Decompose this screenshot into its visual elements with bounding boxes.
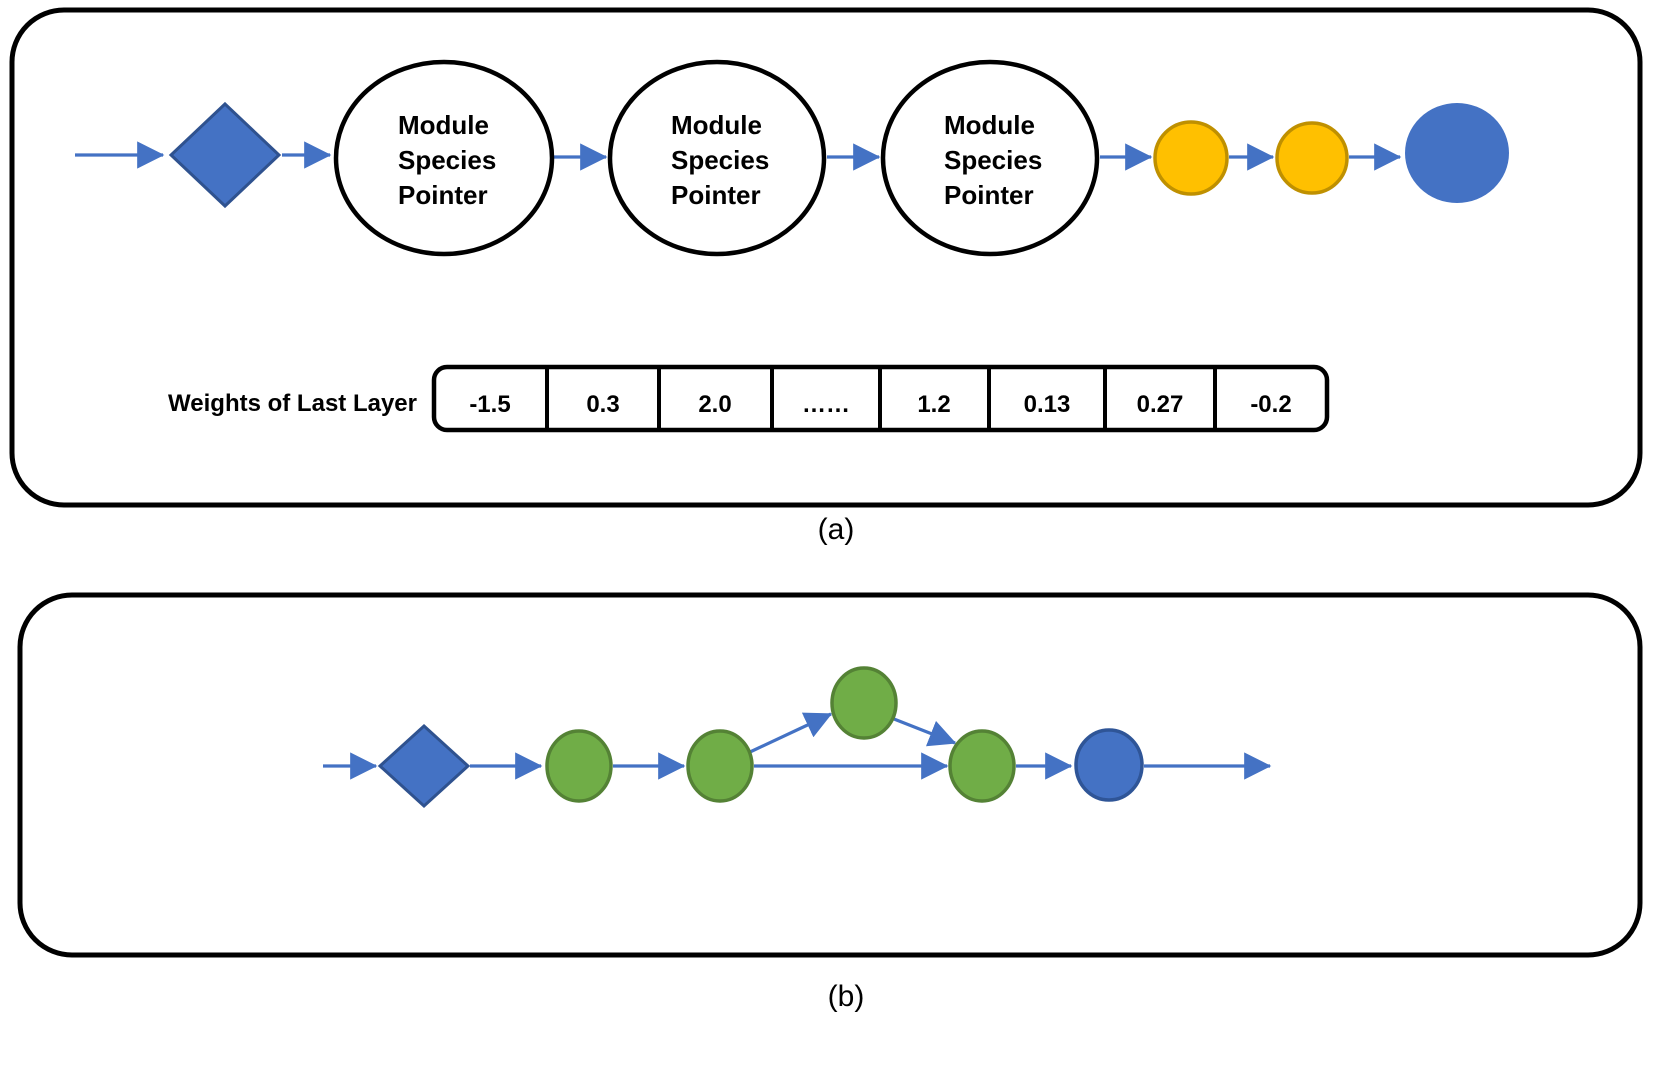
- module-species-pointer-node-3: Module Species Pointer: [880, 59, 1100, 257]
- green-node-1: [545, 729, 613, 803]
- weight-cell-value: -1.5: [469, 391, 510, 418]
- orange-node-1: [1153, 120, 1229, 196]
- module-node-line: Module: [944, 110, 1035, 140]
- module-ellipse: [333, 59, 555, 257]
- start-diamond-a: [168, 101, 282, 209]
- module-species-pointer-node-2: Module Species Pointer: [607, 59, 827, 257]
- orange-node-2: [1275, 121, 1349, 195]
- module-species-pointer-node-1: Module Species Pointer: [333, 59, 555, 257]
- panel-a: Module Species Pointer Module Species Po…: [9, 7, 1643, 546]
- module-node-line: Module: [671, 110, 762, 140]
- arrow-green2-to-green3-up: [749, 712, 833, 754]
- panel-b-border: [17, 592, 1643, 958]
- green-node-3-branch: [830, 666, 898, 740]
- panel-b: (b): [17, 592, 1643, 1013]
- start-diamond-b: [377, 723, 471, 809]
- green-node-2: [686, 729, 754, 803]
- green-node-4: [948, 729, 1016, 803]
- module-ellipse: [607, 59, 827, 257]
- weight-cell-value: ……: [802, 391, 850, 418]
- module-node-line: Species: [398, 145, 496, 175]
- weight-cell-value: 1.2: [917, 391, 950, 418]
- module-node-line: Species: [671, 145, 769, 175]
- panel-b-label: (b): [828, 980, 865, 1013]
- weight-cell-value: 0.3: [586, 391, 619, 418]
- module-node-line: Species: [944, 145, 1042, 175]
- blue-output-node-b: [1074, 728, 1144, 802]
- weight-cell-value: 2.0: [698, 391, 731, 418]
- module-node-line: Pointer: [944, 180, 1034, 210]
- module-node-line: Pointer: [671, 180, 761, 210]
- weight-cell-value: 0.13: [1024, 391, 1071, 418]
- weight-cell-value: -0.2: [1250, 391, 1291, 418]
- weight-cell-value: 0.27: [1137, 391, 1184, 418]
- weights-label: Weights of Last Layer: [168, 390, 417, 417]
- module-node-line: Pointer: [398, 180, 488, 210]
- module-node-line: Module: [398, 110, 489, 140]
- weights-of-last-layer: Weights of Last Layer -1.5 0.3 2.0 …… 1.…: [168, 364, 1330, 433]
- blue-output-node-a: [1405, 103, 1509, 203]
- module-ellipse: [880, 59, 1100, 257]
- panel-a-label: (a): [818, 513, 855, 546]
- arrow-green3-to-green4-down: [893, 717, 957, 747]
